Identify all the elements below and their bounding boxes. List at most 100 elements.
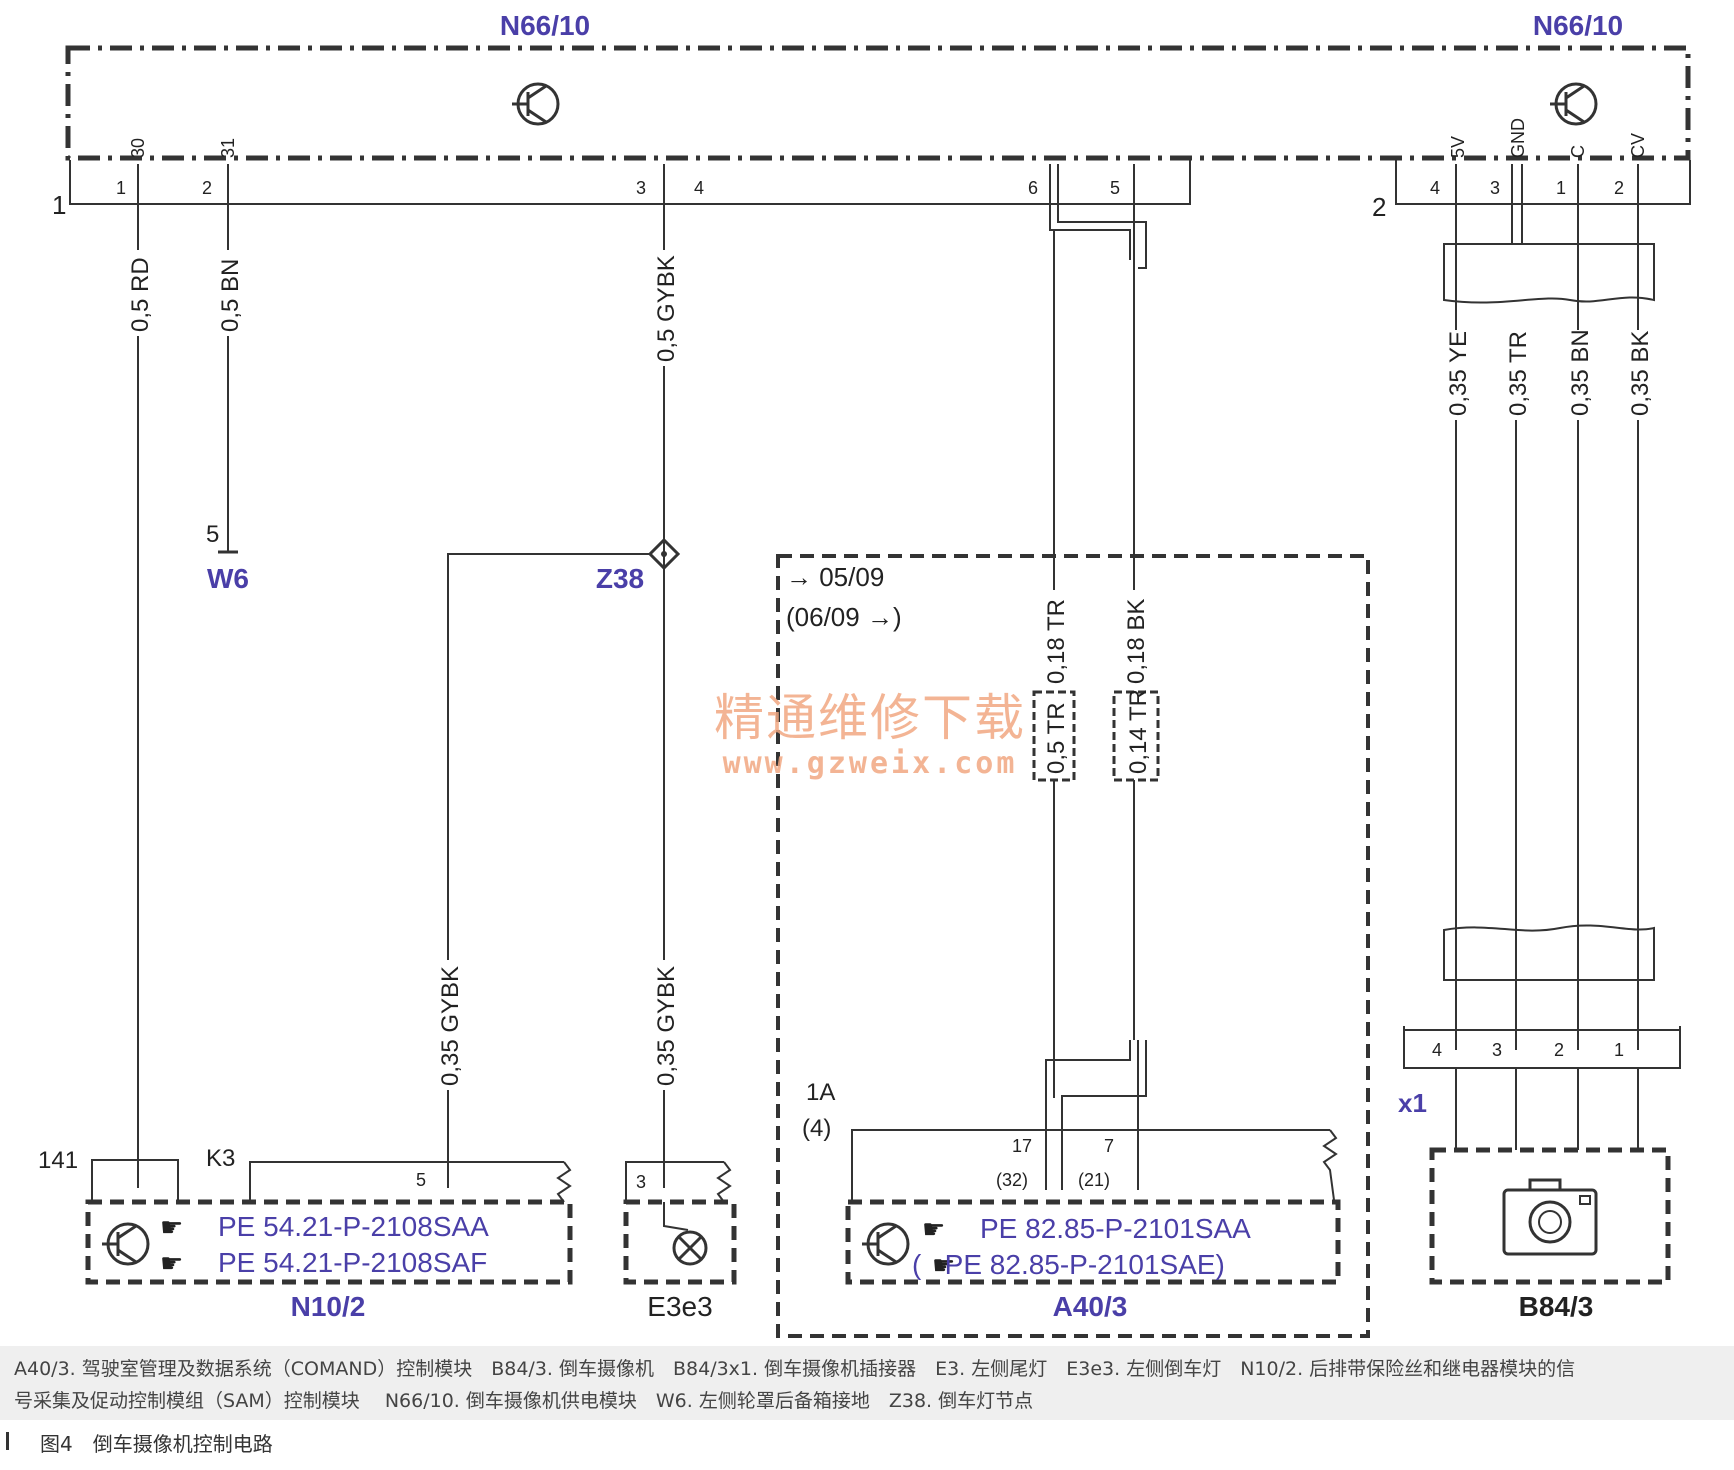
transistor-icon xyxy=(102,1222,150,1266)
n10-connector: 141 xyxy=(38,1147,78,1174)
a40-variant-box xyxy=(776,554,1370,1338)
connector-2-outline xyxy=(1395,160,1691,205)
x1-pin: 3 xyxy=(1492,1040,1502,1060)
wire-label-ye: 0,35 YE xyxy=(1445,331,1472,416)
transistor-icon xyxy=(862,1222,910,1266)
variant-box-bk xyxy=(1112,690,1160,782)
wire-tr-splice-bottom xyxy=(1061,1040,1147,1190)
wire-label-tr05: 0,5 TR xyxy=(1043,702,1070,774)
hand-pointer-icon: ☛ xyxy=(160,1248,183,1278)
hand-pointer-icon: ☛ xyxy=(922,1214,945,1244)
x1-pin: 2 xyxy=(1554,1040,1564,1060)
a40-connector: 1A xyxy=(806,1079,835,1106)
n66-pin-30: 30 xyxy=(128,138,148,158)
n10-box xyxy=(85,1199,573,1285)
transistor-icon xyxy=(512,82,560,126)
break-symbol xyxy=(1322,1129,1338,1201)
wire-tr-splice-bottom xyxy=(1045,1040,1131,1190)
pin-number: 3 xyxy=(636,178,646,198)
b84-label: B84/3 xyxy=(1519,1291,1594,1322)
x1-connector xyxy=(1403,1026,1681,1069)
date-to: (06/09 →) xyxy=(786,602,902,632)
wire-gybk-branch xyxy=(447,553,650,960)
wire-label-gybk-e3: 0,35 GYBK xyxy=(653,966,680,1086)
a40-pin-alt: (21) xyxy=(1078,1170,1110,1190)
a40-ref-a[interactable]: PE 82.85-P-2101SAA xyxy=(980,1213,1251,1244)
w6-label: W6 xyxy=(207,563,249,594)
pin-number: 3 xyxy=(1490,178,1500,198)
wire-tr-splice xyxy=(1057,164,1147,269)
e3-box xyxy=(623,1199,737,1285)
legend-line-2: 号采集及促动控制模组（SAM）控制模块 N66/10. 倒车摄像机供电模块 W6… xyxy=(14,1390,1034,1412)
right-wires xyxy=(1443,164,1655,1050)
e3-connector xyxy=(625,1161,724,1200)
pin-number: 2 xyxy=(202,178,212,198)
legend-caption: A40/3. 驾驶室管理及数据系统（COMAND）控制模块 B84/3. 倒车摄… xyxy=(0,1346,1734,1420)
pin-number: 1 xyxy=(116,178,126,198)
wire-label-bn: 0,5 BN xyxy=(217,259,244,332)
break-symbol xyxy=(716,1161,732,1203)
transistor-icon xyxy=(1550,82,1598,126)
n66-pin-cv: CV xyxy=(1628,133,1648,158)
wiring-diagram: N66/10 N66/10 1 2 30 31 5V GND C CV 1 2 … xyxy=(38,10,1691,1338)
n10-pin: 5 xyxy=(416,1170,426,1190)
z38-splice-dot xyxy=(661,551,667,557)
n66-label-left: N66/10 xyxy=(500,10,590,41)
n10-ref-a[interactable]: PE 54.21-P-2108SAA xyxy=(218,1211,489,1242)
b84-box xyxy=(1429,1147,1671,1285)
wire-label-tr014: 0,14 TR xyxy=(1125,689,1152,774)
legend-line-1: A40/3. 驾驶室管理及数据系统（COMAND）控制模块 B84/3. 倒车摄… xyxy=(14,1358,1576,1380)
wire-label-bk018: 0,18 BK xyxy=(1123,599,1150,684)
e3-pin: 3 xyxy=(636,1172,646,1192)
a40-connector-alt: (4) xyxy=(802,1115,831,1142)
a40-pin: 7 xyxy=(1104,1136,1114,1156)
a40-connector-outline xyxy=(851,1129,1330,1200)
n66-label-right: N66/10 xyxy=(1533,10,1623,41)
wire-label-rd: 0,5 RD xyxy=(127,257,154,332)
wire-label-tr: 0,35 TR xyxy=(1505,331,1532,416)
pin-number: 2 xyxy=(1614,178,1624,198)
pin-number: 1 xyxy=(1556,178,1566,198)
connector-1-outline xyxy=(69,160,1191,205)
n10-k3: K3 xyxy=(206,1145,235,1172)
pin-number: 4 xyxy=(694,178,704,198)
wire-label-gybk-n10: 0,35 GYBK xyxy=(437,966,464,1086)
n66-pin-gnd: GND xyxy=(1508,118,1528,158)
hand-pointer-icon: ☛ xyxy=(932,1250,955,1280)
n66-pin-31: 31 xyxy=(218,138,238,158)
a40-pin: 17 xyxy=(1012,1136,1032,1156)
break-symbol xyxy=(556,1161,572,1203)
a40-box xyxy=(845,1199,1341,1285)
hand-pointer-icon: ☛ xyxy=(160,1212,183,1242)
wire-label-gybk: 0,5 GYBK xyxy=(653,255,680,362)
wire-tr-splice xyxy=(1049,164,1131,260)
n10-label: N10/2 xyxy=(291,1291,366,1322)
camera-icon xyxy=(1502,1178,1598,1256)
connector-2-number: 2 xyxy=(1372,192,1386,222)
wire-label-tr018: 0,18 TR xyxy=(1043,599,1070,684)
a40-ref-b[interactable]: ( PE 82.85-P-2101SAE) xyxy=(912,1249,1225,1280)
n10-connector-k3 xyxy=(249,1161,564,1200)
connector-1-number: 1 xyxy=(52,190,66,220)
title-marker xyxy=(6,1432,9,1450)
wire-label-bn-small: 0,35 BN xyxy=(1567,329,1594,416)
x1-pin: 4 xyxy=(1432,1040,1442,1060)
date-from: → 05/09 xyxy=(786,562,884,592)
z38-splice xyxy=(647,537,681,571)
e3-lamp-wire xyxy=(663,1202,689,1231)
wire-label-bk: 0,35 BK xyxy=(1627,331,1654,416)
e3e3-label: E3e3 xyxy=(647,1291,712,1322)
pin-number: 4 xyxy=(1430,178,1440,198)
n10-ref-b[interactable]: PE 54.21-P-2108SAF xyxy=(218,1247,487,1278)
n66-pin-c: C xyxy=(1568,145,1588,158)
pin-number: 6 xyxy=(1028,178,1038,198)
n10-connector-141 xyxy=(91,1159,179,1200)
w6-pin: 5 xyxy=(206,521,219,548)
x1-label: x1 xyxy=(1398,1088,1427,1118)
lamp-icon xyxy=(672,1230,708,1266)
a40-label: A40/3 xyxy=(1053,1291,1128,1322)
pin-number: 5 xyxy=(1110,178,1120,198)
n66-module-box xyxy=(65,45,1691,161)
figure-title: 图4 倒车摄像机控制电路 xyxy=(40,1432,273,1456)
x1-pin: 1 xyxy=(1614,1040,1624,1060)
